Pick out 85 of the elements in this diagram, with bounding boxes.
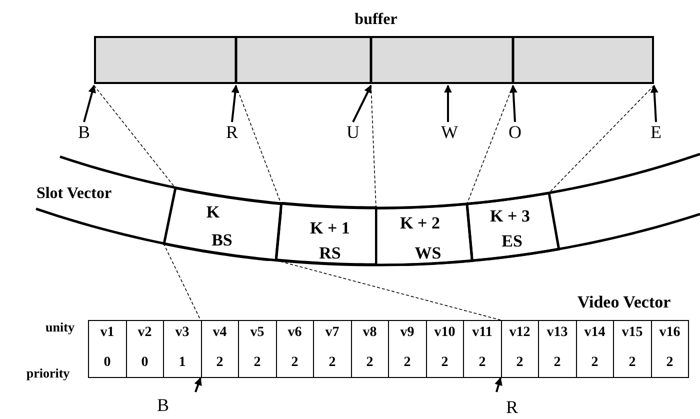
slot-index: K + 2 <box>400 214 440 232</box>
priority-value: 0 <box>141 356 148 370</box>
pointer-label: E <box>649 123 663 141</box>
frame-label: v5 <box>250 326 264 340</box>
priority-value: 2 <box>291 356 298 370</box>
pointer-arrow <box>509 84 518 122</box>
priority-value: 2 <box>216 356 224 370</box>
dashed-mapping-line <box>548 85 654 194</box>
priority-value: 2 <box>666 356 674 370</box>
video-column <box>500 320 539 378</box>
video-column <box>650 320 689 378</box>
frame-label: v12 <box>509 326 530 340</box>
slot-cell <box>375 202 474 266</box>
pointer-arrow <box>231 84 240 122</box>
frame-label: v10 <box>434 326 456 340</box>
video-column <box>426 320 464 378</box>
pointer-label: R <box>225 123 239 141</box>
dashed-mapping-line <box>466 85 514 204</box>
priority-value: 2 <box>366 356 374 370</box>
video-column <box>463 320 502 378</box>
pointer-arrow <box>83 84 96 122</box>
frame-label: v11 <box>472 326 492 340</box>
row-label: unity <box>46 320 74 334</box>
slot-state: WS <box>414 244 442 262</box>
slot-state: BS <box>212 231 232 248</box>
pointer-label: B <box>77 123 91 141</box>
priority-value: 2 <box>628 356 636 370</box>
priority-value: 2 <box>478 356 486 370</box>
priority-value: 2 <box>554 356 561 370</box>
priority-value: 2 <box>441 356 448 370</box>
slot-cell <box>274 202 377 266</box>
frame-label: v9 <box>400 326 414 340</box>
buffer-title: buffer <box>354 12 398 28</box>
priority-value: 0 <box>104 356 111 370</box>
video-column <box>238 320 276 378</box>
table-title: Video Vector <box>577 294 671 310</box>
video-column <box>88 320 126 378</box>
frame-label: v4 <box>212 326 227 340</box>
video-column <box>126 320 164 378</box>
priority-value: 2 <box>591 356 598 370</box>
slot-cell <box>162 186 282 262</box>
video-column <box>200 320 239 378</box>
frame-label: v13 <box>546 326 568 340</box>
band-label: Slot Vector <box>36 186 112 202</box>
slot-index: K + 3 <box>490 207 530 224</box>
pointer-arrow <box>650 84 658 122</box>
priority-value: 2 <box>516 356 524 370</box>
slot-index: K + 1 <box>310 219 350 236</box>
priority-value: 2 <box>254 356 261 370</box>
pointer-arrow <box>444 84 452 122</box>
pointer-label: U <box>346 123 360 141</box>
dashed-mapping-line <box>370 85 376 208</box>
frame-label: v16 <box>659 326 680 340</box>
frame-label: v14 <box>584 326 606 340</box>
frame-label: v3 <box>175 326 190 340</box>
video-column <box>276 320 314 378</box>
pointer-label: R <box>506 398 518 416</box>
dashed-mapping-line <box>163 243 201 320</box>
pointer-arrow <box>494 377 502 392</box>
frame-label: v8 <box>362 326 377 340</box>
video-column <box>576 320 614 378</box>
slot-state: RS <box>319 244 341 262</box>
frame-label: v2 <box>138 326 152 340</box>
slot-state: ES <box>502 232 522 250</box>
frame-label: v15 <box>622 326 643 340</box>
video-column <box>538 320 576 378</box>
row-label: priority <box>26 366 70 380</box>
frame-label: v7 <box>325 326 340 340</box>
video-column <box>613 320 652 378</box>
video-column <box>163 320 202 378</box>
frame-label: v1 <box>100 326 114 340</box>
priority-value: 1 <box>178 356 186 370</box>
priority-value: 2 <box>404 356 411 370</box>
slot-cell <box>466 192 560 262</box>
frame-label: v6 <box>288 326 302 340</box>
video-column <box>350 320 389 378</box>
slot-index: K <box>206 203 220 220</box>
pointer-arrow <box>194 377 202 392</box>
pointer-label: O <box>508 123 522 141</box>
video-column <box>313 320 352 378</box>
pointer-arrow <box>352 84 372 122</box>
priority-value: 2 <box>328 356 336 370</box>
video-column <box>388 320 426 378</box>
pointer-label: B <box>157 396 169 414</box>
dashed-mapping-line <box>94 85 176 188</box>
